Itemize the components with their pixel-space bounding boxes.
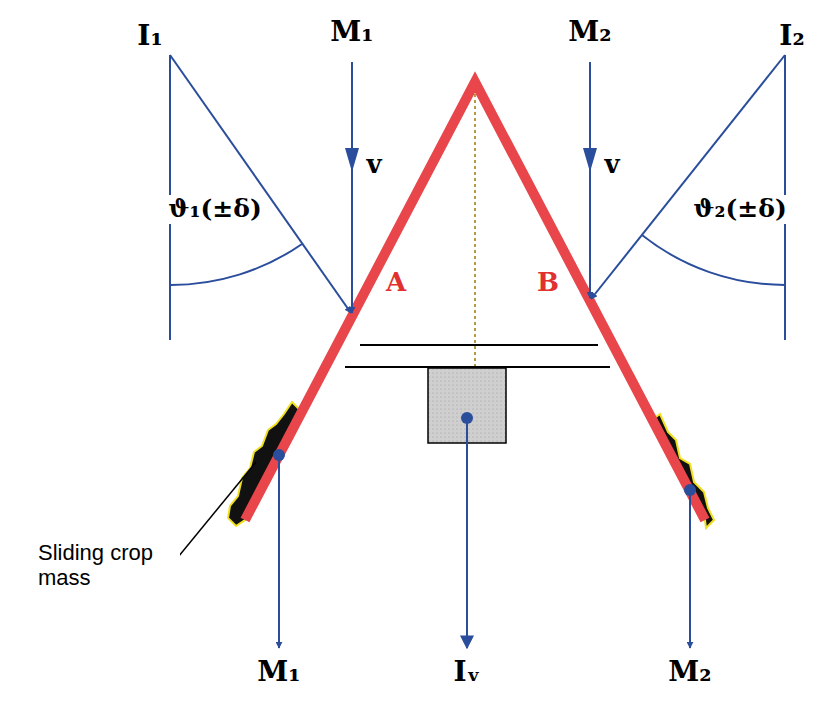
mass-centre (273, 449, 285, 461)
arrow-head (345, 148, 359, 172)
velocity-label: v (364, 150, 383, 180)
bar (360, 344, 598, 346)
point-label: A (384, 268, 408, 298)
mass-centre (461, 412, 473, 424)
impact-arrow (591, 55, 785, 299)
mass-label: M₁ (328, 16, 375, 48)
point-label: B (535, 268, 561, 298)
velocity-arrow (589, 62, 591, 298)
callout-text: Sliding crop mass (36, 540, 180, 591)
angle-arc (642, 235, 785, 285)
angle-arc (170, 244, 302, 285)
mass-centre (684, 484, 696, 496)
mass-label: M₂ (666, 656, 713, 688)
mass-label: M₂ (566, 16, 613, 48)
deflector-plate (245, 82, 705, 520)
arrow-head (583, 148, 597, 172)
impact-arrow (170, 55, 351, 313)
center-line (474, 82, 476, 368)
weight-arrow (466, 418, 468, 648)
velocity-label: v (602, 150, 621, 180)
velocity-arrow (351, 62, 353, 313)
impulse-label: I₂ (777, 20, 806, 52)
angle-label: ϑ₂(±δ) (691, 195, 788, 224)
leader-line (174, 462, 256, 562)
mass-label: M₁ (255, 656, 302, 688)
weight-arrow (278, 455, 280, 648)
angle-label: ϑ₁(±δ) (166, 195, 263, 224)
impulse-label: I₁ (135, 20, 164, 52)
weight-arrow (689, 490, 691, 648)
impulse-label: Iᵥ (452, 656, 483, 688)
crop-mass (228, 402, 300, 526)
